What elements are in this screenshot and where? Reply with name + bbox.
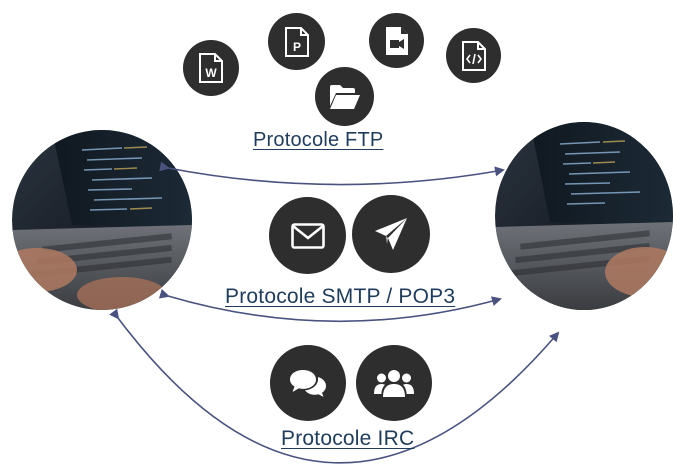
svg-text:P: P <box>292 40 300 54</box>
envelope-icon <box>269 197 346 274</box>
irc-label: Protocole IRC <box>281 427 415 450</box>
svg-text:W: W <box>205 66 217 80</box>
laptop-photo <box>12 130 192 310</box>
video-file-icon <box>369 13 424 68</box>
left-computer-image <box>12 130 192 310</box>
right-computer-image <box>495 122 673 310</box>
user-group-icon <box>356 345 432 421</box>
paper-plane-icon <box>352 195 430 273</box>
smtp-label: Protocole SMTP / POP3 <box>225 285 456 308</box>
code-file-icon <box>446 28 501 83</box>
laptop-photo <box>495 122 673 310</box>
word-file-icon: W <box>183 40 239 96</box>
folder-open-icon <box>315 67 374 126</box>
ftp-arrow <box>159 161 505 186</box>
ftp-label: Protocole FTP <box>253 129 384 151</box>
irc-arrow <box>109 308 560 464</box>
chat-bubbles-icon <box>270 345 346 421</box>
powerpoint-file-icon: P <box>268 13 325 70</box>
